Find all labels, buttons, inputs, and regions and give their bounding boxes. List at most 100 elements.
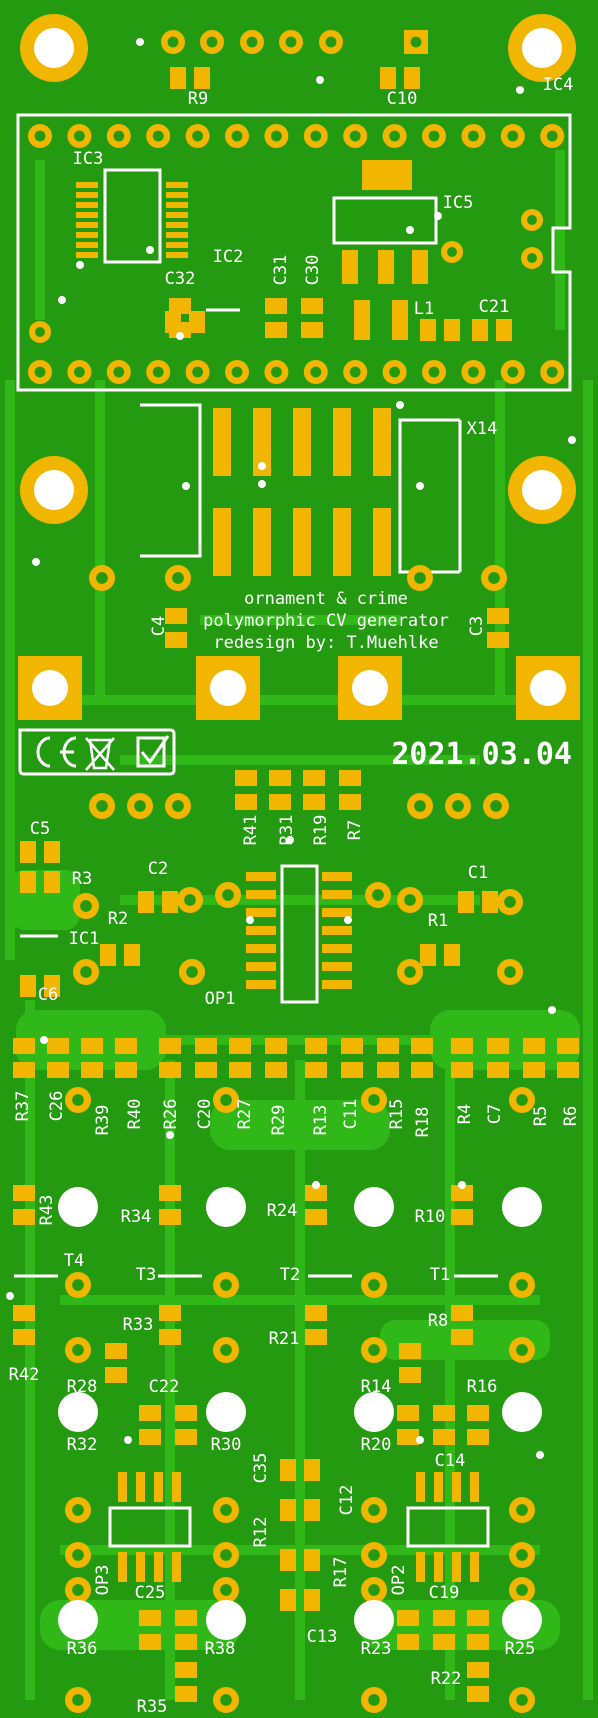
- th-drill: [35, 327, 45, 337]
- label-c7: C7: [485, 1104, 505, 1124]
- smd-pad: [397, 1429, 419, 1445]
- th-drill: [516, 1504, 528, 1516]
- ic-pin: [322, 872, 352, 881]
- th-drill: [516, 1694, 528, 1706]
- th-drill: [184, 894, 196, 906]
- via: [536, 1451, 544, 1459]
- transistor-marks: [14, 308, 498, 1278]
- smd-pad: [451, 1062, 473, 1078]
- ic-pin: [154, 1552, 163, 1582]
- jack-hole: [210, 670, 246, 706]
- smd-pad: [487, 608, 509, 624]
- smd-pad: [105, 1343, 127, 1359]
- label-r28: R28: [67, 1377, 98, 1397]
- ic-pin: [118, 1552, 127, 1582]
- regulator-tab: [362, 160, 412, 190]
- ic-pin: [322, 980, 352, 989]
- ic-pin: [166, 252, 188, 258]
- label-r22: R22: [431, 1669, 462, 1689]
- label-ic1: IC1: [69, 929, 100, 949]
- smd-pad: [235, 794, 257, 810]
- smd-pad: [303, 770, 325, 786]
- smd-pad: [138, 891, 154, 913]
- smd-pad: [175, 1634, 197, 1650]
- smd-pad: [305, 1062, 327, 1078]
- ic-pin: [166, 202, 188, 208]
- smd-pad: [20, 841, 36, 863]
- board-title-line1: ornament & crime: [244, 589, 408, 609]
- smd-pad: [304, 1499, 320, 1521]
- th-drill: [74, 366, 85, 378]
- th-drill: [72, 1584, 84, 1596]
- ic-pin: [172, 1552, 181, 1582]
- smd-pad: [304, 1589, 320, 1611]
- jack-sleeve-hole: [502, 1187, 542, 1227]
- connector-pin: [253, 408, 271, 476]
- jack-hole: [32, 670, 68, 706]
- th-drill: [504, 966, 516, 978]
- th-drill: [34, 130, 46, 142]
- th-drill: [527, 253, 537, 263]
- via: [176, 332, 184, 340]
- label-r21: R21: [269, 1329, 300, 1349]
- th-drill: [271, 366, 282, 378]
- smd-pad: [139, 1634, 161, 1650]
- label-r8: R8: [428, 1311, 448, 1331]
- smd-pad: [420, 944, 436, 966]
- smd-pad: [100, 944, 116, 966]
- label-t2: T2: [280, 1265, 300, 1285]
- th-drill: [368, 1279, 380, 1291]
- th-drill: [167, 36, 179, 48]
- th-drill: [220, 1279, 232, 1291]
- smd-pad: [377, 1038, 399, 1054]
- mounting-hole: [34, 28, 74, 68]
- smd-pad: [433, 1610, 455, 1626]
- smd-pad: [467, 1429, 489, 1445]
- label-r14: R14: [361, 1377, 392, 1397]
- th-drill: [113, 366, 125, 378]
- smd-pad: [304, 1459, 320, 1481]
- smd-pad: [194, 67, 210, 89]
- th-drill: [428, 130, 440, 142]
- via: [136, 38, 144, 46]
- th-drill: [504, 896, 516, 908]
- ic-pin: [246, 872, 276, 881]
- smd-pad: [235, 770, 257, 786]
- label-r32: R32: [67, 1435, 98, 1455]
- label-r17: R17: [331, 1557, 351, 1588]
- smd-pad: [487, 1062, 509, 1078]
- label-c20: C20: [195, 1099, 215, 1130]
- label-r5: R5: [531, 1106, 551, 1126]
- th-drill: [349, 130, 361, 142]
- smd-pad: [169, 298, 191, 314]
- smd-pad: [467, 1634, 489, 1650]
- th-drill: [325, 36, 337, 48]
- smd-pad: [265, 322, 287, 338]
- label-r10: R10: [415, 1207, 446, 1227]
- via: [416, 1436, 424, 1444]
- ic-pin: [322, 890, 352, 899]
- via: [396, 401, 404, 409]
- ic-pin: [76, 192, 98, 198]
- label-r37: R37: [13, 1091, 33, 1122]
- label-r41: R41: [241, 815, 261, 846]
- th-drill: [516, 1584, 528, 1596]
- th-drill: [72, 1344, 84, 1356]
- smd-pad: [467, 1405, 489, 1421]
- th-drill: [468, 366, 479, 378]
- via: [434, 212, 442, 220]
- label-r19: R19: [311, 815, 331, 846]
- th-drill: [414, 572, 426, 584]
- jack-sleeve-hole: [502, 1392, 542, 1432]
- ic-pin: [322, 926, 352, 935]
- smd-pad: [165, 632, 187, 648]
- label-r16: R16: [467, 1377, 498, 1397]
- th-drill: [72, 1694, 84, 1706]
- label-r9: R9: [188, 89, 208, 109]
- th-drill: [310, 130, 322, 142]
- label-r1: R1: [428, 911, 448, 931]
- smd-pad: [265, 298, 287, 314]
- board-date: 2021.03.04: [391, 737, 572, 772]
- jack-sleeve-hole: [206, 1392, 246, 1432]
- th-drill: [231, 130, 243, 142]
